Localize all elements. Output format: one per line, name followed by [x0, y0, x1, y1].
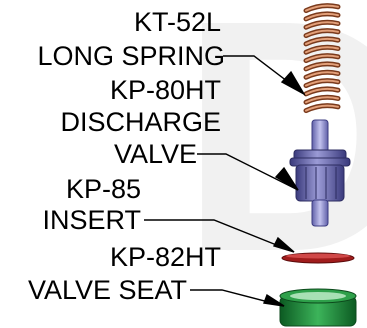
insert-image: [281, 252, 355, 264]
spring-coil-highlight: [305, 96, 339, 104]
spring-coil-highlight: [305, 21, 339, 29]
seat-arrowhead: [263, 293, 285, 307]
spring-coil-highlight: [305, 12, 339, 20]
spring-coil-highlight: [305, 104, 339, 112]
valve-leader-line: [197, 153, 299, 191]
spring-coil-highlight: [305, 29, 339, 37]
spring-part-number: KT-52L: [133, 7, 221, 37]
valve-part-name-line2: VALVE: [113, 139, 197, 169]
spring-coil-highlight: [305, 79, 339, 87]
valve-part-name-line1: DISCHARGE: [60, 107, 221, 137]
insert-leader-line: [144, 219, 295, 253]
spring-coil-highlight: [305, 71, 339, 79]
valve-seat-image: [279, 288, 357, 327]
spring-coil-highlight: [305, 87, 339, 95]
spring-arrowhead: [280, 70, 306, 96]
spring-coil-highlight: [305, 46, 339, 54]
valve-arrowhead: [274, 166, 299, 191]
long-spring-image: [303, 3, 341, 114]
insert-part-name: INSERT: [42, 205, 141, 235]
spring-coil-highlight: [305, 4, 339, 12]
seat-part-number: KP-82HT: [109, 242, 221, 272]
insert-part-number: KP-85: [65, 174, 141, 204]
spring-coil-highlight: [305, 54, 339, 62]
discharge-valve-image: [289, 119, 351, 227]
seat-part-name: VALVE SEAT: [27, 275, 187, 305]
valve-part-number: KP-80HT: [109, 75, 221, 105]
leader-lines: [144, 55, 306, 307]
insert-arrowhead: [273, 236, 295, 253]
seat-leader-line: [190, 289, 285, 307]
spring-coil-highlight: [305, 62, 339, 70]
spring-coil-highlight: [305, 37, 339, 45]
spring-part-name: LONG SPRING: [37, 41, 225, 71]
